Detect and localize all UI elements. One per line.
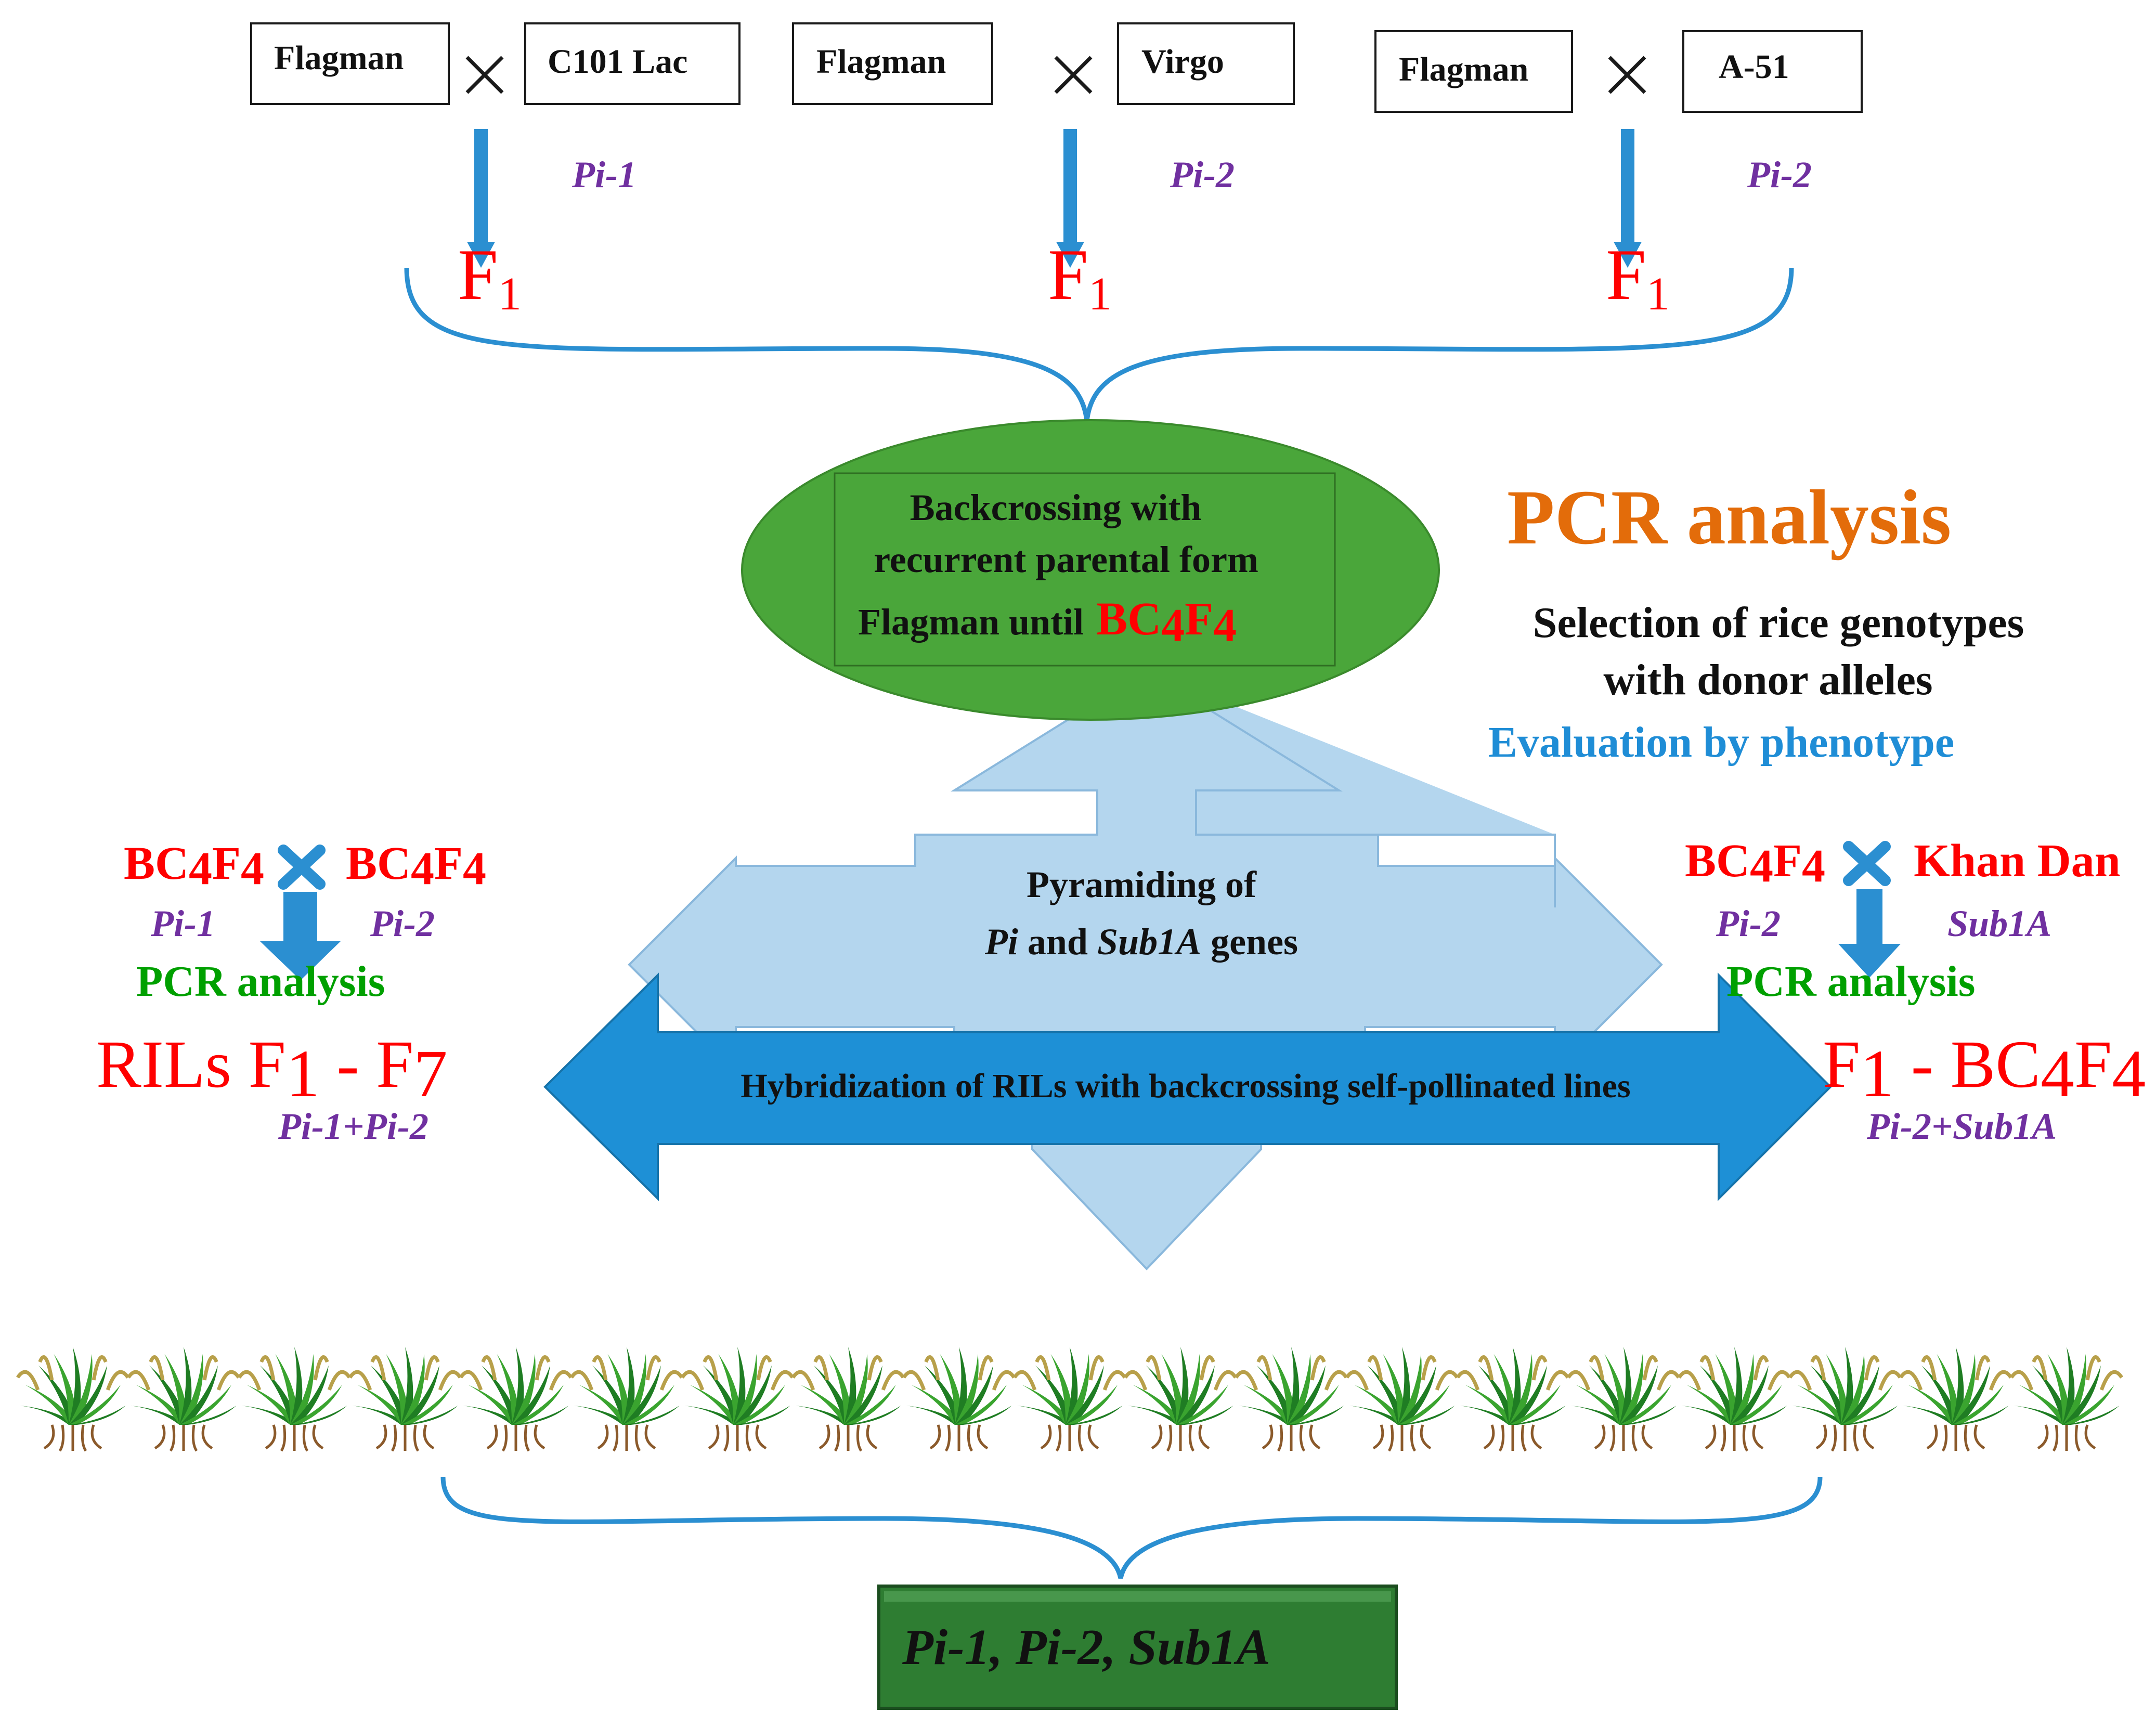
parent-box-flagman-3 [1374, 30, 1573, 113]
four-way-arrow-background [628, 669, 1663, 1270]
cross-1: Flagman C101 Lac Pi-1 F1 [250, 22, 741, 320]
f1-label: F1 [1048, 235, 1112, 320]
pyramiding-line2: Pi and Sub1A genes [984, 921, 1298, 963]
arrow-head-icon [1056, 242, 1084, 268]
selection-line1: Selection of rice genotypes [1533, 599, 2024, 647]
rice-plant-icon [237, 1347, 352, 1452]
backcrossing-ellipse [741, 419, 1440, 721]
left-combo: Pi-1+Pi-2 [278, 1106, 428, 1147]
cross-symbol-icon [1608, 56, 1646, 94]
backcrossing-textbox [834, 472, 1336, 667]
rice-plant-icon [680, 1347, 795, 1452]
left-pcr-analysis: PCR analysis [136, 957, 385, 1006]
parent-box-a-51 [1682, 30, 1863, 113]
backcross-line3: Flagman until BC4F4 [858, 593, 1237, 651]
pyramiding-line1: Pyramiding of [1027, 864, 1257, 905]
left-result: RILs F1 - F7 [96, 1027, 447, 1111]
cross-3: Flagman A-51 Pi-2 F1 [1374, 30, 1863, 320]
parent-label: Virgo [1141, 43, 1224, 81]
parent-box-virgo [1117, 22, 1295, 105]
rice-plant-icon [1677, 1347, 1791, 1452]
bottom-brace [440, 1476, 1823, 1579]
parent-label: Flagman [274, 39, 404, 77]
backcross-line2: recurrent parental form [874, 539, 1258, 580]
parent-box-flagman-2 [792, 22, 993, 105]
rice-plants-row [16, 1347, 2124, 1452]
right-parent1: BC4F4 [1685, 835, 1825, 892]
hybridization-double-arrow [543, 972, 1832, 1201]
rice-plant-icon [1234, 1347, 1348, 1452]
gene-label: Pi-1 [572, 154, 637, 196]
parent-label: Flagman [1399, 50, 1528, 88]
arrow-head-icon [1614, 242, 1642, 268]
gene-label: Pi-2 [1747, 154, 1812, 196]
final-genes-label: Pi-1, Pi-2, Sub1A [902, 1619, 1270, 1676]
rice-plant-icon [1123, 1347, 1238, 1452]
rice-plant-icon [2009, 1347, 2124, 1452]
final-box-highlight [884, 1591, 1391, 1602]
parent-label: Flagman [816, 43, 946, 81]
right-pcr-analysis: PCR analysis [1726, 957, 1975, 1006]
cross-x-icon [1843, 841, 1891, 886]
pcr-analysis-title: PCR analysis [1507, 474, 1951, 561]
gene-label: Pi-2 [1170, 154, 1235, 196]
rice-plant-icon [1566, 1347, 1681, 1452]
parent-label: C101 Lac [548, 43, 687, 81]
left-down-arrow-icon [260, 892, 341, 980]
cross-x-icon [278, 845, 326, 890]
rice-plant-icon [1345, 1347, 1459, 1452]
final-genotype-box [877, 1585, 1398, 1710]
rice-plant-icon [1788, 1347, 1902, 1452]
hybridization-label: Hybridization of RILs with backcrossing … [741, 1067, 1630, 1105]
parent-box-c101-lac [524, 22, 741, 105]
parent-box-flagman-1 [250, 22, 450, 105]
cross-symbol-icon [1054, 56, 1093, 94]
rice-plant-icon [569, 1347, 684, 1452]
rice-plant-icon [1456, 1347, 1570, 1452]
cross-symbol-icon [465, 56, 504, 94]
rice-plant-icon [1012, 1347, 1127, 1452]
cross-2: Flagman Virgo Pi-2 F1 [792, 22, 1295, 320]
arrow-head-icon [467, 242, 495, 268]
left-gene2: Pi-2 [370, 903, 435, 944]
right-gene2: Sub1A [1947, 903, 2051, 944]
rice-plant-icon [791, 1347, 905, 1452]
right-combo: Pi-2+Sub1A [1866, 1106, 2057, 1147]
right-gene1: Pi-2 [1716, 903, 1781, 944]
rice-plant-icon [126, 1347, 241, 1452]
rice-plant-icon [902, 1347, 1016, 1452]
rice-plant-icon [459, 1347, 573, 1452]
left-parent1: BC4F4 [124, 838, 264, 894]
left-gene1: Pi-1 [150, 903, 215, 944]
rice-plant-icon [348, 1347, 462, 1452]
backcross-line1: Backcrossing with [910, 487, 1202, 528]
left-parent2: BC4F4 [346, 838, 486, 894]
right-down-arrow-icon [1838, 889, 1901, 978]
right-result: F1 - BC4F4 [1823, 1027, 2146, 1111]
rice-plant-icon [16, 1347, 130, 1452]
f1-label: F1 [1606, 235, 1670, 320]
right-parent2: Khan Dan [1914, 835, 2121, 887]
f1-label: F1 [458, 235, 522, 320]
parent-label: A-51 [1719, 48, 1789, 86]
rice-plant-icon [1899, 1347, 2013, 1452]
evaluation-phenotype: Evaluation by phenotype [1488, 718, 1954, 767]
selection-line2: with donor alleles [1603, 656, 1932, 704]
